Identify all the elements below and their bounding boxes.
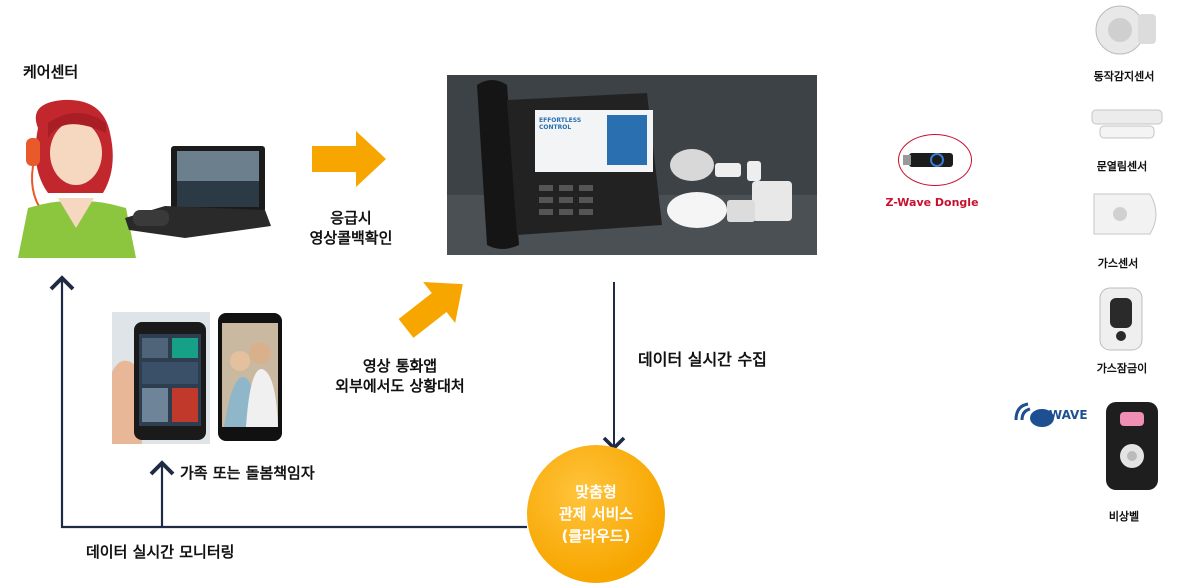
- tablet-screen-line1: EFFORTLESS: [539, 117, 582, 124]
- emergency-label: 응급시 영상콜백확인: [287, 208, 415, 248]
- sensor-label-motion: 동작감지센서: [1093, 70, 1155, 83]
- gas-lock-photo: [1098, 286, 1144, 352]
- zwave-dongle-label: Z-Wave Dongle: [885, 196, 979, 209]
- care-center-title: 케어센터: [23, 63, 79, 81]
- cloud-line3: (클라우드): [561, 527, 631, 545]
- operator-illustration: [18, 98, 136, 258]
- sensor-label-gas-lock: 가스잠금이: [1096, 362, 1148, 375]
- smartphone-video-call: [218, 313, 282, 441]
- gas-sensor-photo: [1090, 188, 1164, 240]
- video-app-line1: 영상 통화앱: [362, 357, 438, 375]
- data-monitor-label: 데이터 실시간 모니터링: [86, 543, 235, 561]
- zwave-dongle-circle: [898, 134, 972, 186]
- emergency-orange-arrow: [312, 131, 386, 187]
- monitoring-line: [49, 275, 527, 529]
- desk-videophone: [125, 146, 271, 238]
- video-app-label: 영상 통화앱 외부에서도 상황대처: [310, 356, 490, 396]
- emergency-line1: 응급시: [330, 209, 372, 227]
- sensor-label-gas: 가스센서: [1097, 257, 1139, 270]
- emergency-line2: 영상콜백확인: [309, 229, 393, 247]
- zwave-logo-text: Z WAVE: [1036, 408, 1088, 422]
- hub-photo: EFFORTLESS CONTROL: [447, 75, 817, 255]
- sensor-label-door: 문열림센서: [1096, 160, 1148, 173]
- video-app-line2: 외부에서도 상황대처: [335, 377, 465, 395]
- cloud-service-circle: 맞춤형 관제 서비스 (클라우드): [527, 445, 665, 583]
- family-label: 가족 또는 돌봄책임자: [180, 464, 315, 482]
- smartphone-hand-photo: [112, 312, 210, 444]
- sensor-label-bell: 비상벨: [1108, 510, 1140, 523]
- video-app-orange-arrow: [398, 282, 463, 338]
- zwave-logo: Z WAVE: [1012, 400, 1102, 430]
- data-collect-label: 데이터 실시간 수집: [638, 350, 767, 369]
- tablet-screen-line2: CONTROL: [539, 124, 572, 131]
- emergency-bell-photo: [1104, 400, 1160, 492]
- door-sensor-photo: [1090, 104, 1164, 144]
- cloud-line1: 맞춤형: [575, 483, 617, 501]
- motion-sensor-photo: [1090, 4, 1160, 56]
- cloud-line2: 관제 서비스: [558, 505, 634, 523]
- tablet-screen-text: EFFORTLESS CONTROL: [539, 117, 581, 131]
